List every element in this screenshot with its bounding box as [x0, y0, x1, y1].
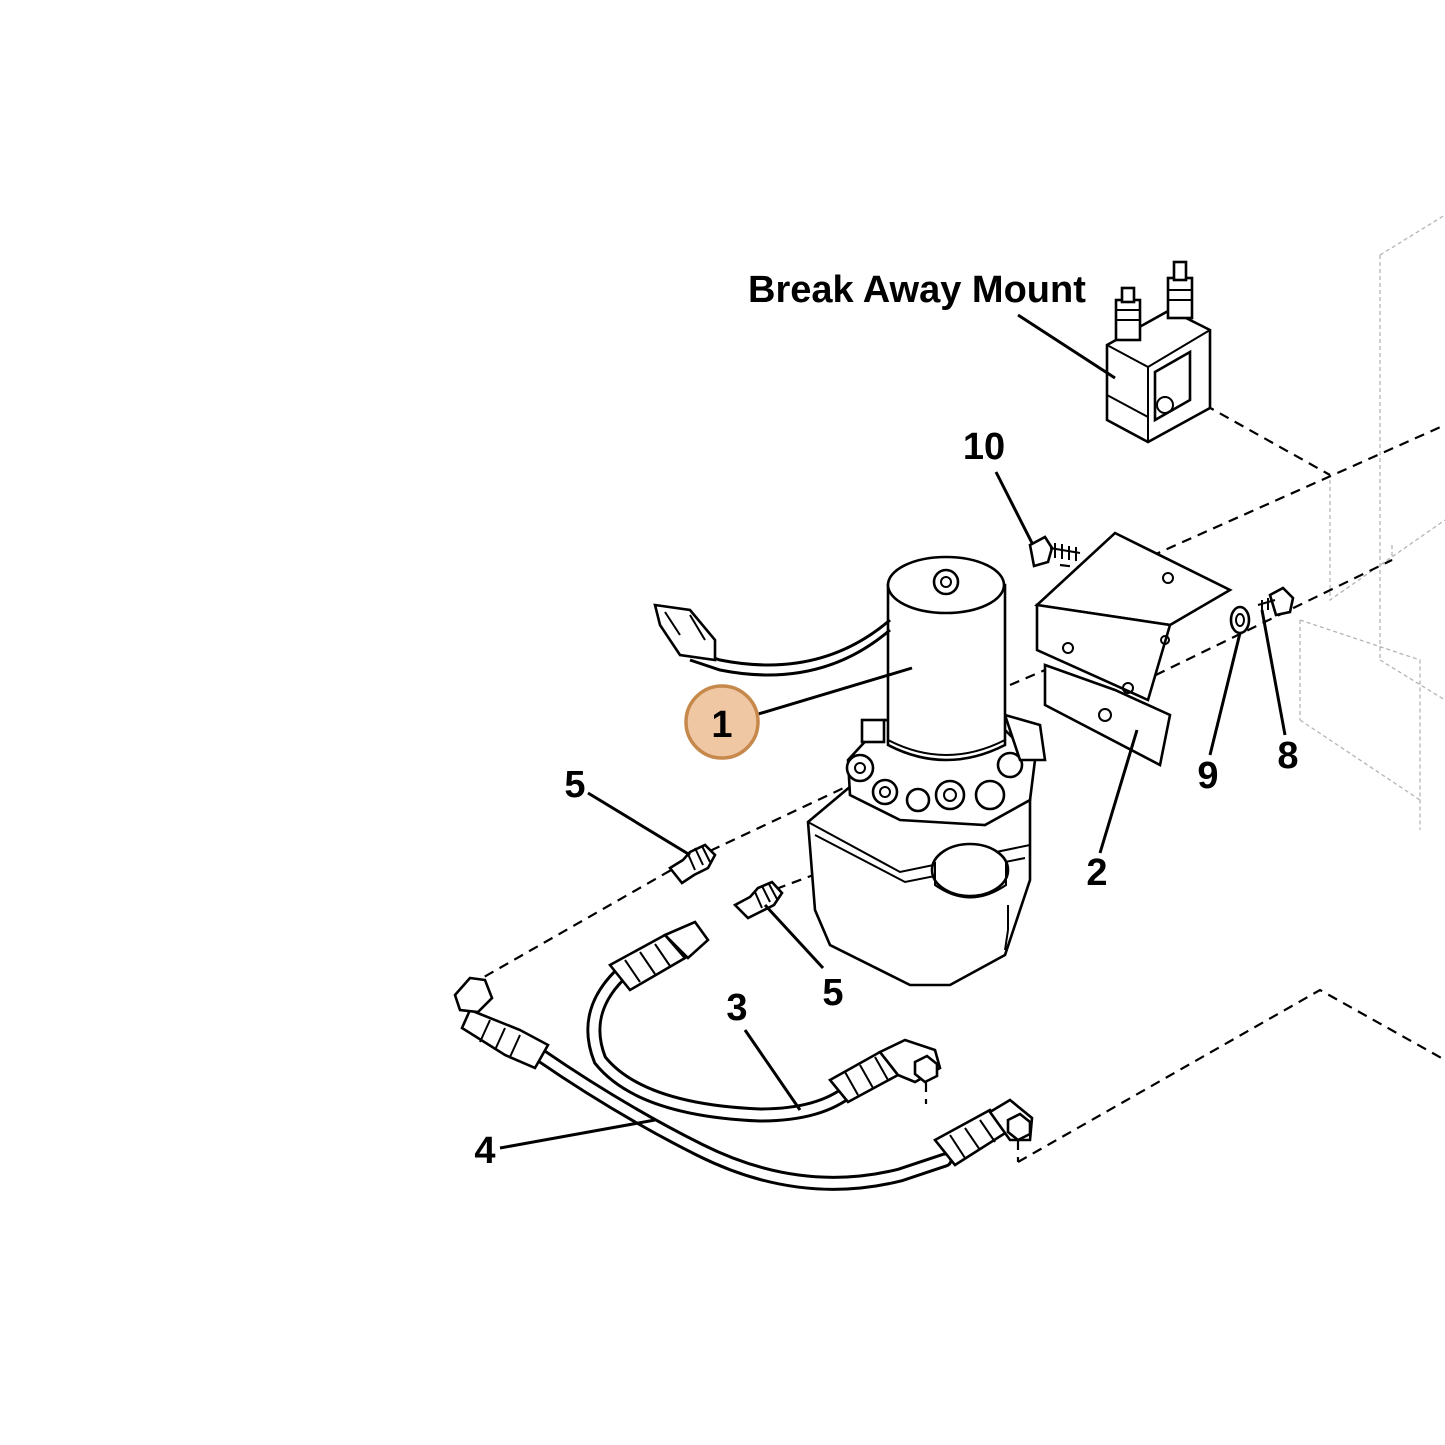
- callout-4-label: 4: [474, 1130, 495, 1172]
- highlight-circle[interactable]: [684, 684, 760, 760]
- mounting-bracket: [1034, 531, 1233, 767]
- hose-3: [586, 920, 942, 1123]
- callout-10-label: 10: [963, 426, 1005, 468]
- break-away-mount-label: Break Away Mount: [748, 269, 1086, 311]
- break-away-mount: [1105, 260, 1212, 444]
- hydraulic-pump: [653, 555, 1047, 987]
- screw-10: [1028, 535, 1081, 568]
- callout-3-label: 3: [726, 987, 747, 1029]
- washer-9: [1229, 605, 1251, 635]
- callout-2-label: 2: [1086, 852, 1107, 894]
- callout-5-lower-label: 5: [822, 972, 843, 1014]
- callout-8-label: 8: [1277, 735, 1298, 777]
- leader-lines: [499, 313, 1287, 1150]
- callout-1-highlight[interactable]: 1: [684, 684, 760, 760]
- callout-5-upper-label: 5: [564, 764, 585, 806]
- hose-4: [453, 976, 1034, 1191]
- callout-1-label[interactable]: 1: [711, 704, 732, 746]
- fitting-5-lower: [732, 880, 784, 920]
- callout-9-label: 9: [1197, 755, 1218, 797]
- fitting-5-upper: [668, 843, 717, 885]
- frame-outline: [1299, 214, 1445, 830]
